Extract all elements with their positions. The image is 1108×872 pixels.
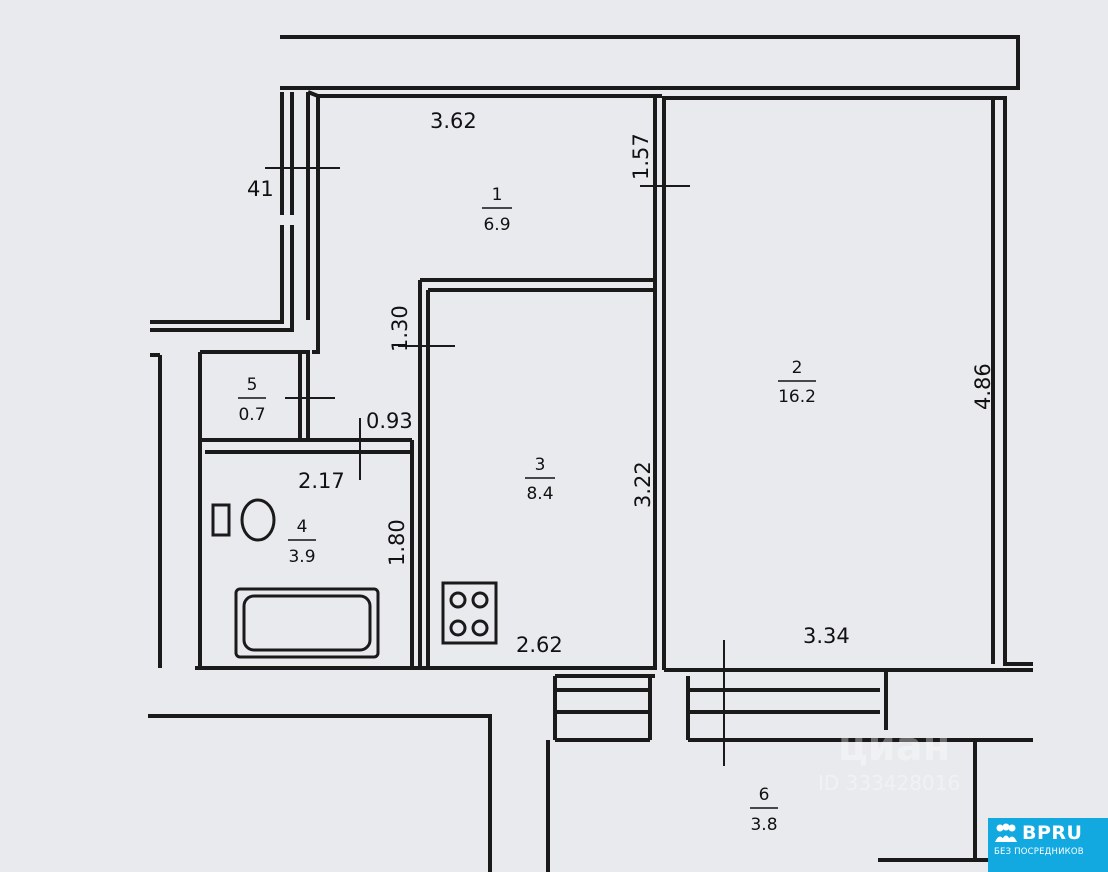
toilet-bowl — [240, 498, 276, 542]
kitchen-wall — [418, 278, 657, 670]
dimension-leaders — [265, 167, 725, 766]
toilet-tank — [211, 503, 231, 537]
people-icon — [995, 823, 1017, 842]
room-number: 2 — [792, 358, 803, 378]
badge-brand: BPRU — [1022, 822, 1083, 844]
bottom-wall-left — [195, 666, 655, 678]
room-number: 6 — [759, 785, 770, 805]
stair-rails — [553, 676, 880, 742]
stove-burner — [449, 591, 467, 609]
entry-wall-lower — [150, 225, 294, 332]
dimension-label: 1.30 — [388, 305, 412, 352]
left-outer-wall — [150, 353, 162, 668]
badge-tagline: БЕЗ ПОСРЕДНИКОВ — [994, 847, 1084, 857]
bottom-wall-right — [664, 668, 1033, 742]
dimension-label: 2.17 — [298, 469, 345, 493]
exterior-wall-top — [280, 35, 1020, 90]
room-number: 4 — [297, 517, 308, 537]
bath-top-wall — [200, 438, 422, 668]
dimension-label: 1.57 — [629, 133, 653, 180]
bathtub-inner — [242, 594, 372, 652]
room-area: 3.9 — [288, 547, 315, 567]
room-area: 8.4 — [526, 484, 553, 504]
dimension-label: 2.62 — [516, 633, 563, 657]
room-number: 3 — [535, 455, 546, 475]
bathtub — [234, 587, 380, 659]
room6-walls — [546, 740, 990, 872]
entry-wall-upper — [280, 90, 319, 320]
room-area: 16.2 — [778, 387, 816, 407]
stove-burner — [471, 619, 489, 637]
room-number: 5 — [247, 375, 258, 395]
dimension-label: 3.62 — [430, 109, 477, 133]
stove-burner — [471, 591, 489, 609]
room-area: 0.7 — [238, 405, 265, 425]
stove — [441, 581, 498, 645]
dimension-label: 3.34 — [803, 624, 850, 648]
watermark-id: ID 333428016 — [818, 771, 960, 795]
bpru-badge[interactable]: BPRU БЕЗ ПОСРЕДНИКОВ — [988, 818, 1108, 872]
dimension-label: 4.86 — [971, 363, 995, 410]
room-area: 3.8 — [750, 815, 777, 835]
watermark-logo: циан — [838, 724, 950, 770]
dimension-label: 3.22 — [631, 461, 655, 508]
dimension-label: 41 — [247, 177, 274, 201]
entry-wall-vertical — [312, 96, 320, 354]
lower-left-wall — [148, 714, 492, 872]
room-area: 6.9 — [483, 215, 510, 235]
room5-walls — [198, 350, 310, 668]
dimension-label: 1.80 — [385, 519, 409, 566]
dimension-label: 0.93 — [366, 409, 413, 433]
stove-burner — [449, 619, 467, 637]
room2-outer-wall — [662, 96, 1033, 666]
room-number: 1 — [492, 185, 503, 205]
